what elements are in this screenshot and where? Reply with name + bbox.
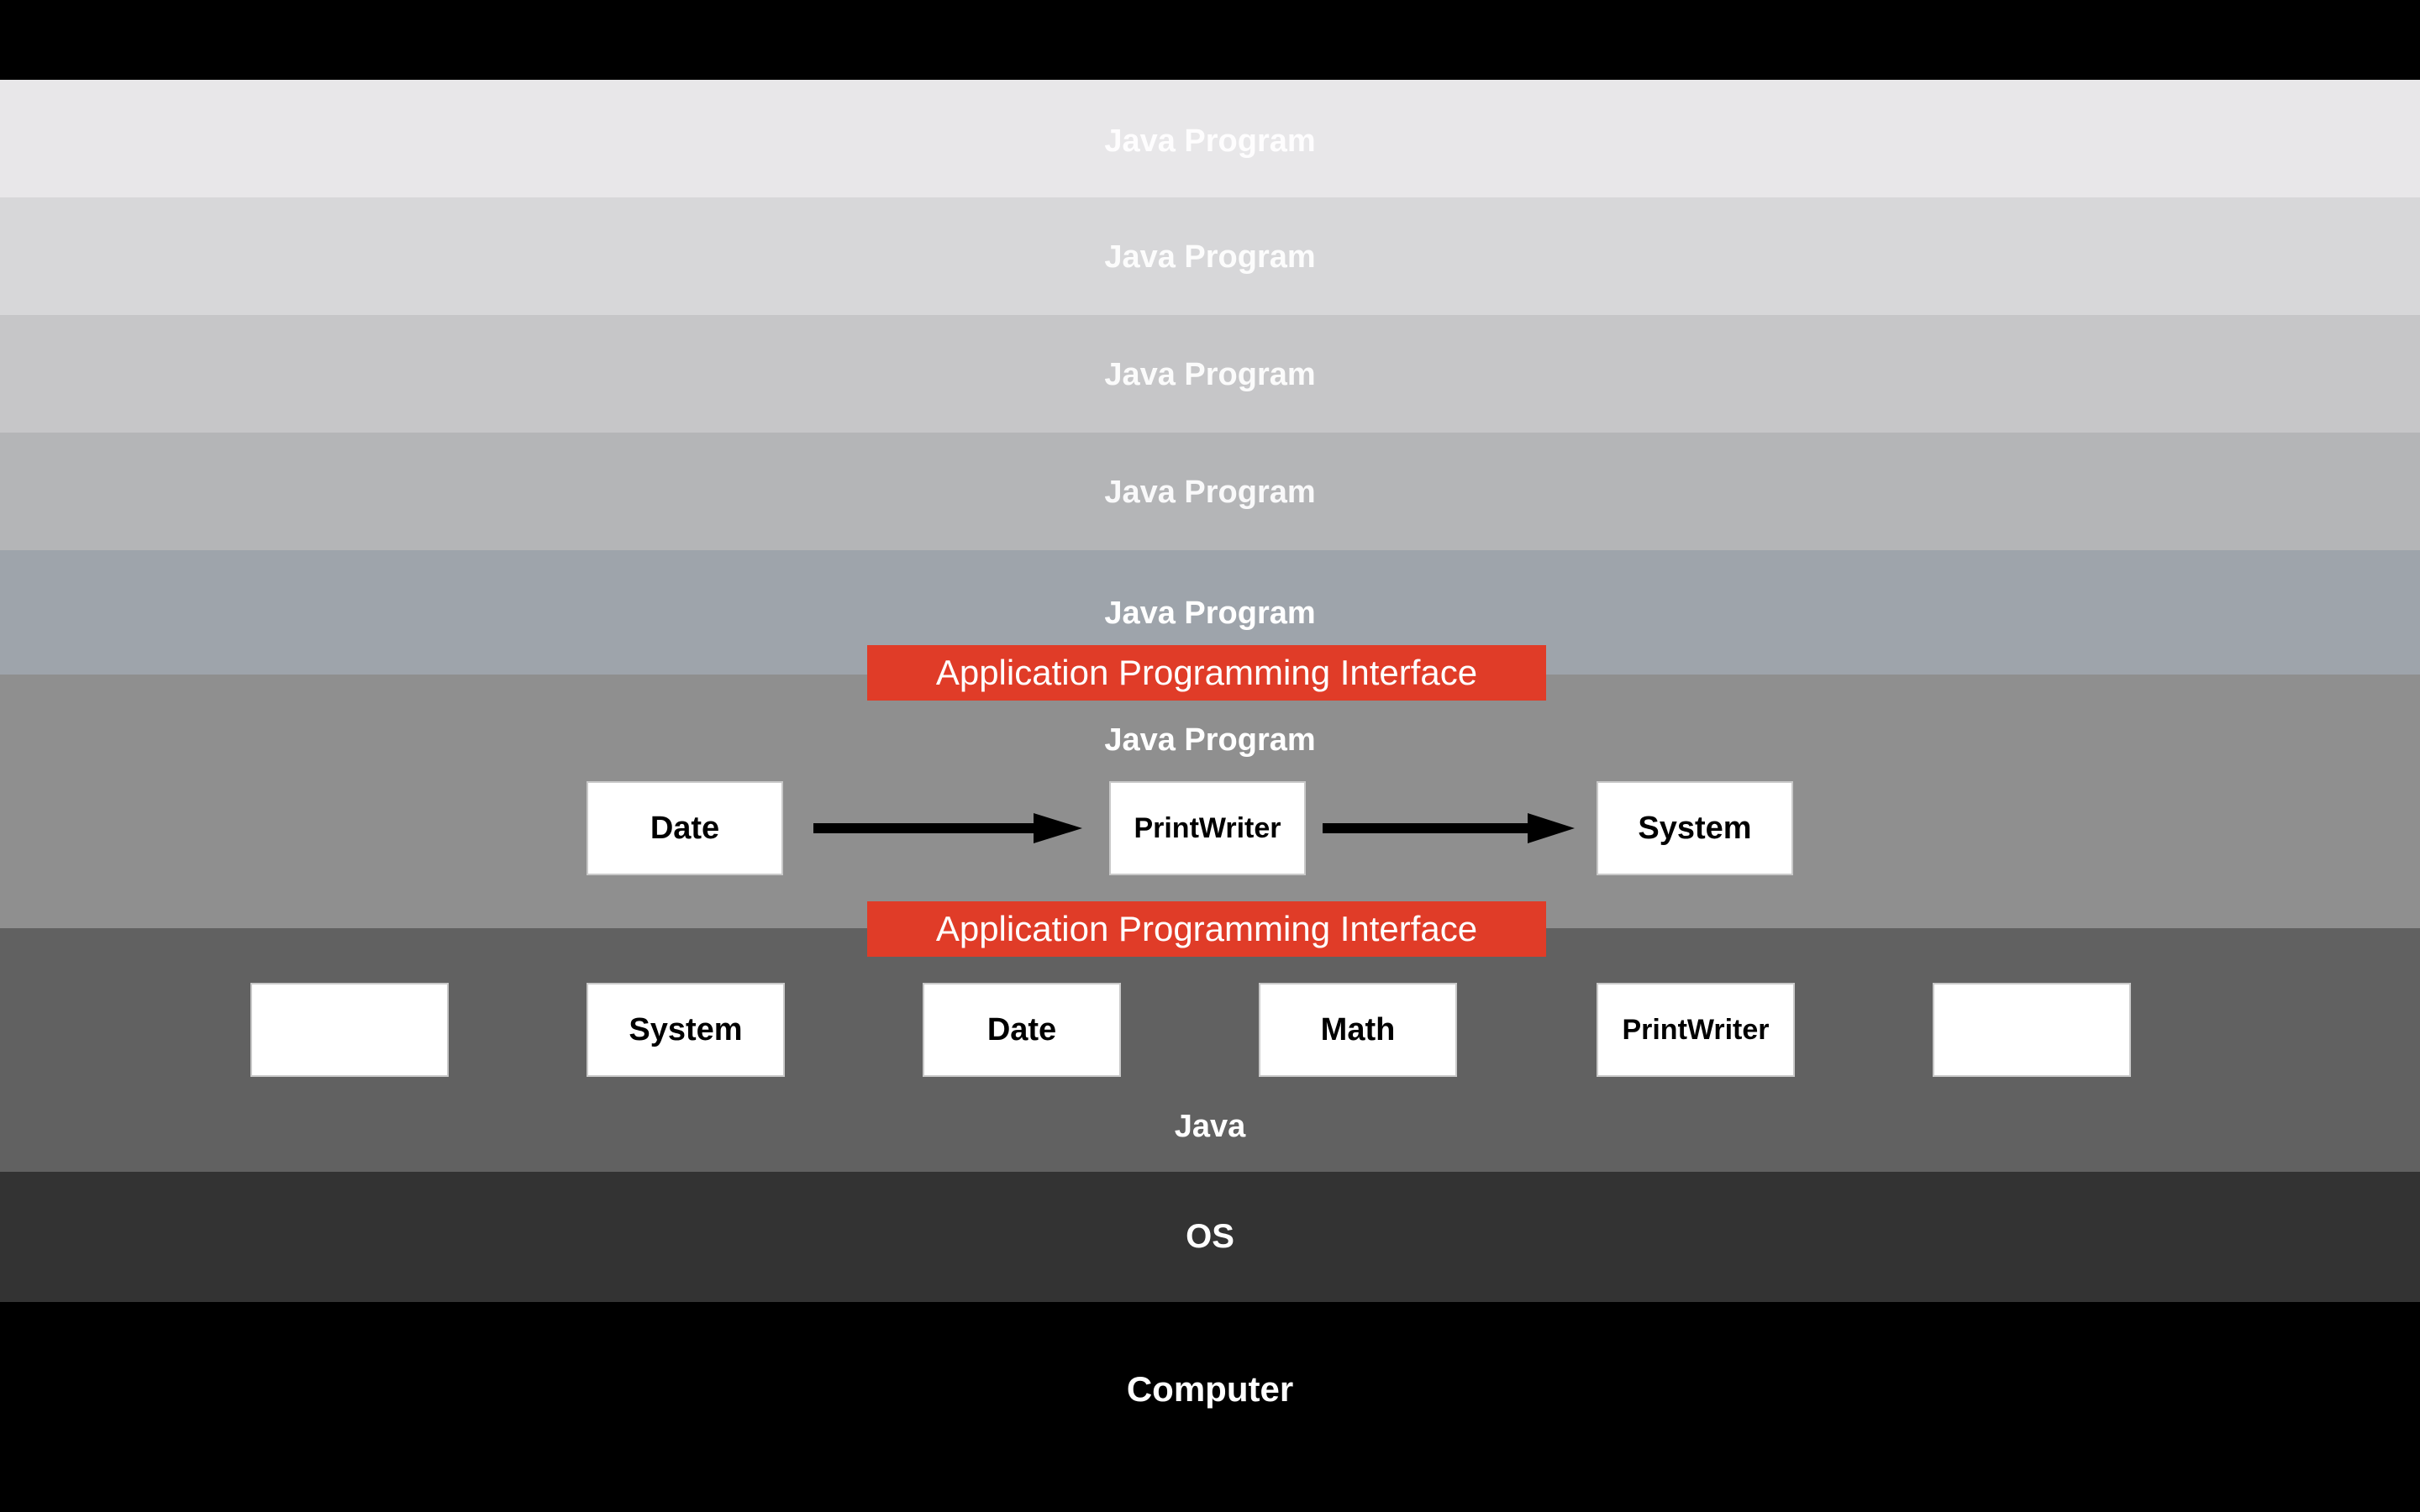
arrow-date-to-printwriter [813,811,1082,845]
layer-label-java-program-1: Java Program [1104,123,1316,159]
layer-band-java-program-3: Java Program [0,315,2420,433]
api-banner-upper: Application Programming Interface [867,645,1546,701]
lib-box-printwriter: PrintWriter [1597,983,1795,1077]
flow-box-system: System [1597,781,1793,875]
layer-band-java-program-2: Java Program [0,197,2420,315]
lib-box-math: Math [1259,983,1457,1077]
layer-label-java-program-6: Java Program [1104,722,1316,758]
layer-label-java: Java [1174,1109,1246,1144]
layer-label-java-program-2: Java Program [1104,239,1316,275]
layer-band-os: OS [0,1172,2420,1302]
layer-label-computer: Computer [1126,1369,1294,1409]
arrow-printwriter-to-system [1323,811,1575,845]
layer-band-computer: Computer [0,1302,2420,1512]
layer-band-java-program-4: Java Program [0,433,2420,550]
lib-box-date: Date [923,983,1121,1077]
layer-label-os: OS [1186,1218,1234,1255]
flow-box-printwriter: PrintWriter [1109,781,1306,875]
lib-box-system: System [587,983,785,1077]
layer-band-java-program-6: Java Program [0,675,2420,928]
lib-box-empty-left [250,983,449,1077]
layer-label-java-program-5: Java Program [1104,596,1316,631]
flow-box-date: Date [587,781,783,875]
layer-band-java-program-1: Java Program [0,80,2420,197]
lib-box-empty-right [1933,983,2131,1077]
layer-label-java-program-4: Java Program [1104,475,1316,510]
layer-label-java-program-3: Java Program [1104,357,1316,392]
api-banner-lower: Application Programming Interface [867,901,1546,957]
